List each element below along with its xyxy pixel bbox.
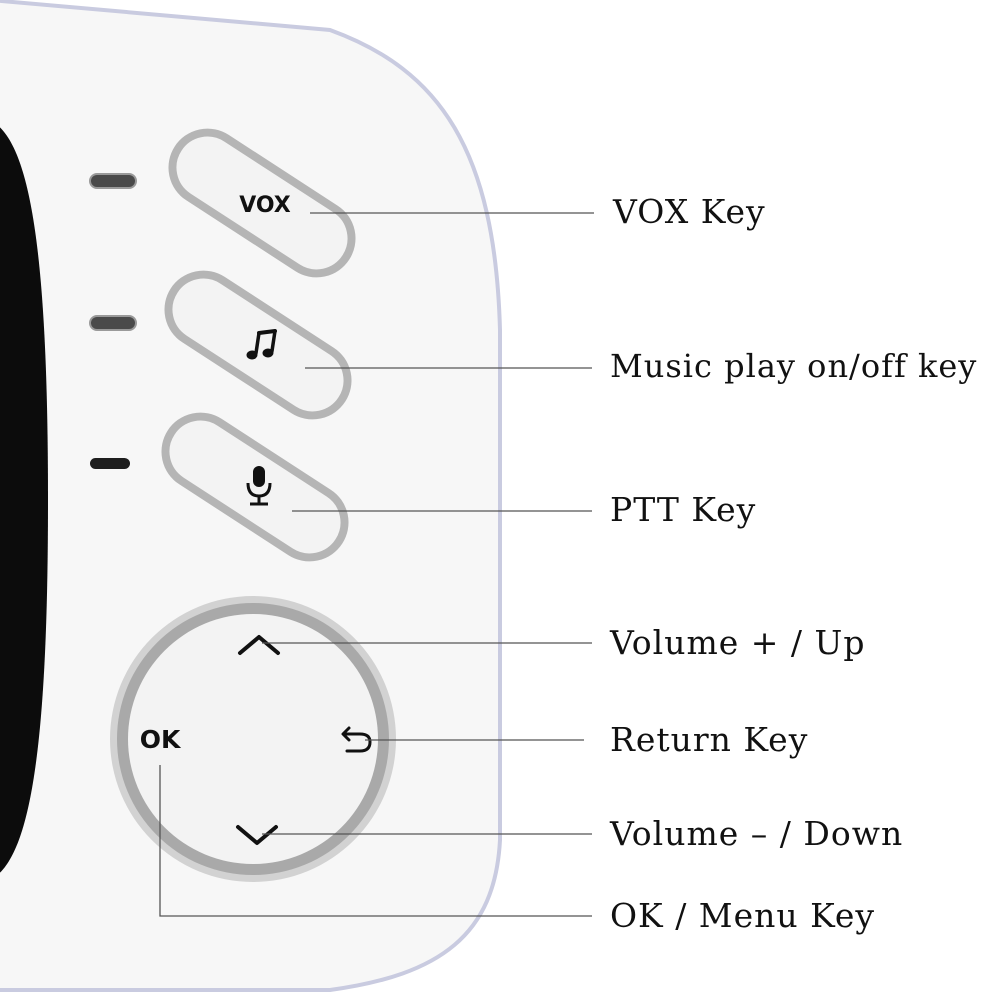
label-volume-down: Volume – / Down <box>610 814 904 853</box>
vox-key-text: VOX <box>239 193 291 218</box>
label-ptt-key: PTT Key <box>610 490 757 529</box>
leader-line-ok <box>159 765 592 917</box>
return-arrow-icon[interactable] <box>341 726 372 753</box>
indicator-light-1 <box>89 173 137 189</box>
music-note-icon <box>246 329 277 360</box>
label-volume-up: Volume + / Up <box>610 623 866 662</box>
label-return-key: Return Key <box>610 720 809 759</box>
label-vox-key: VOX Key <box>613 192 766 231</box>
screen-edge <box>0 127 48 873</box>
chevron-down-icon[interactable] <box>236 825 278 845</box>
label-music-key: Music play on/off key <box>610 347 978 385</box>
indicator-light-3 <box>90 458 130 469</box>
microphone-icon <box>246 466 272 506</box>
vox-key[interactable]: VOX <box>159 119 365 287</box>
chevron-up-icon[interactable] <box>238 635 280 655</box>
label-ok-menu-key: OK / Menu Key <box>610 896 876 935</box>
music-key[interactable] <box>155 261 361 429</box>
indicator-light-2 <box>89 315 137 331</box>
leader-lines <box>159 212 594 917</box>
navigation-dpad[interactable]: OK <box>110 596 396 882</box>
ok-button[interactable]: OK <box>140 725 182 754</box>
ptt-key[interactable] <box>152 403 358 571</box>
